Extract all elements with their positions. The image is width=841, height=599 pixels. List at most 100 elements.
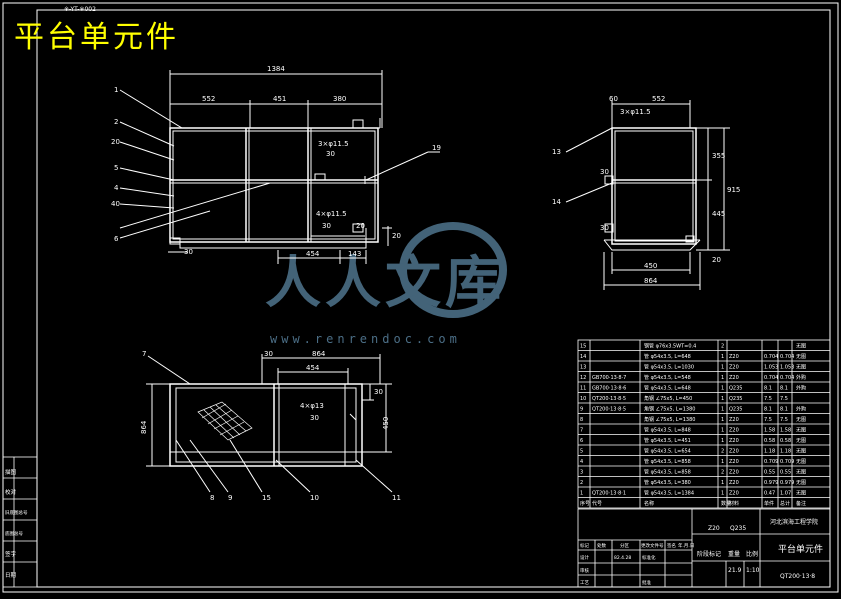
bom-cell: 管 φ54x3.5, L=848 — [644, 427, 691, 434]
bom-cell: 14 — [580, 354, 586, 360]
inner-border — [36, 9, 831, 588]
top-annot-holes: 4×φ13 — [300, 402, 324, 410]
annot-holes-1-sub: 30 — [326, 150, 335, 158]
bom-cell: 3 — [580, 470, 583, 476]
bom-cell: 管 φ54x3.5, L=548 — [644, 374, 691, 381]
bom-cell: 10 — [580, 396, 586, 402]
bom-cell: Z20 — [729, 375, 739, 381]
tb-approve: 批准 — [642, 579, 651, 586]
tb-weight-label: 重量 — [728, 550, 740, 558]
bom-cell: 1 — [580, 491, 583, 497]
bom-cell: 7 — [580, 428, 583, 434]
dim-bottom-2: 454 — [306, 250, 320, 258]
bom-cell: 0.704 — [764, 354, 778, 360]
bom-cell: 1 — [721, 375, 724, 381]
bom-cell: QT200·13·8·5 — [592, 407, 626, 413]
side-dim-right-3: 915 — [727, 186, 740, 194]
bom-cell: 7.5 — [764, 417, 772, 423]
bom-cell: 2 — [580, 480, 583, 486]
bom-cell: 12 — [580, 375, 586, 381]
bom-cell: GB700·13·8·6 — [592, 386, 626, 392]
bom-cell: Z20 — [729, 449, 739, 455]
top-callout-15: 15 — [262, 494, 271, 502]
bom-cell: 2 — [721, 344, 724, 350]
bom-cell: 管 φ54x3.5, L=648 — [644, 385, 691, 392]
tb-standard: 标准化 — [642, 554, 656, 561]
bom-cell: QT200·13·8·5 — [592, 396, 626, 402]
bom-cell: 1 — [721, 428, 724, 434]
bom-header-cell: 序号 — [580, 500, 590, 507]
tb-project: 河北滨海工程学院 — [770, 518, 818, 526]
bom-cell: 15 — [580, 344, 586, 350]
bom-cell: 管 φ54x3.5, L=1030 — [644, 364, 694, 371]
ls-date: 日期 — [5, 572, 17, 579]
tb-stage-label: 阶段标记 — [697, 550, 721, 558]
bom-cell: 1 — [721, 438, 724, 444]
side-dim-small-3: 20 — [712, 256, 721, 264]
bom-header-cell: 备注 — [796, 500, 806, 507]
bom-cell: 2 — [721, 470, 724, 476]
top-dim-right-1: 30 — [374, 388, 383, 396]
bom-cell: 0.47 — [764, 491, 775, 497]
bom-cell: 角钢 ∠75x5, L=1380 — [644, 406, 695, 413]
bom-header-cell: 总计 — [780, 500, 790, 507]
annot-holes-1: 3×φ11.5 — [318, 140, 349, 148]
ls-trace: 描图 — [5, 468, 17, 476]
bom-cell: 管 φ54x3.5, L=858 — [644, 458, 691, 465]
bom-cell: 0.704 — [780, 375, 794, 381]
side-callout-14: 14 — [552, 198, 561, 206]
ls-base-no: 底图总号 — [5, 530, 23, 537]
tb-name: 平台单元件 — [778, 543, 823, 555]
bom-cell: 1 — [721, 491, 724, 497]
tb-process: 工艺 — [580, 580, 589, 586]
bom-cell: 0.704 — [780, 354, 794, 360]
bom-cell: 1 — [721, 480, 724, 486]
bom-cell: Z20 — [729, 480, 739, 486]
bom-cell: 管 φ54x3.5, L=451 — [644, 437, 691, 444]
top-callout-9: 9 — [228, 494, 232, 502]
bom-cell: 1.053 — [764, 365, 778, 371]
top-dim-inner: 454 — [306, 364, 320, 372]
side-annot-holes: 3×φ11.5 — [620, 108, 651, 116]
annot-holes-2: 4×φ11.5 — [316, 210, 347, 218]
tb-row-change: 更改文件号 — [641, 542, 664, 549]
side-dim-right-1: 355 — [712, 152, 725, 160]
bom-header-cell: 单件 — [764, 500, 774, 507]
bom-cell: 2 — [721, 449, 724, 455]
view-front — [119, 70, 440, 264]
side-callout-13: 13 — [552, 148, 561, 156]
bom-cell: 8.1 — [764, 386, 772, 392]
bom-cell: 4 — [580, 459, 583, 465]
tb-review: 审核 — [580, 567, 589, 574]
tb-scale-label: 比例 — [746, 550, 758, 558]
left-strip-text: 描图 校对 旧底图总号 底图总号 签字 日期 — [5, 468, 28, 579]
bom-cell: Z20 — [729, 438, 739, 444]
dim-small-2: 20 — [392, 232, 401, 240]
drawing-code-top: ※-YT-※002 — [64, 6, 96, 13]
bom-cell: Q235 — [729, 386, 742, 392]
top-dim-right-2: 450 — [382, 417, 390, 430]
tb-row-mark: 标记 — [580, 542, 589, 549]
bom-cell: 钢管 φ76x3.5WT=0.4 — [644, 343, 696, 350]
callout-19: 19 — [432, 144, 441, 152]
callout-4: 4 — [114, 184, 119, 192]
bom-table — [577, 339, 831, 509]
bom-cell: 5 — [580, 449, 583, 455]
ls-check: 校对 — [5, 488, 17, 496]
bom-cell: 外购 — [796, 385, 806, 392]
bom-cell: 0.979 — [780, 480, 794, 486]
top-dim-overall: 864 — [312, 350, 326, 358]
side-dim-small-1: 30 — [600, 168, 609, 176]
top-callout-10: 10 — [310, 494, 319, 502]
bom-cell: 无图 — [796, 365, 806, 371]
bom-cell: 管 φ54x3.5, L=648 — [644, 353, 691, 360]
top-callout-7: 7 — [142, 350, 146, 358]
side-dim-right-2: 445 — [712, 210, 725, 218]
callout-40: 40 — [111, 200, 120, 208]
bom-cell: 0.58 — [764, 438, 775, 444]
tb-weight: 21.9 — [728, 567, 742, 574]
bom-cell: 7.5 — [780, 417, 788, 423]
sheet-title: 平台单元件 — [14, 20, 179, 55]
bom-cell: Z20 — [729, 470, 739, 476]
